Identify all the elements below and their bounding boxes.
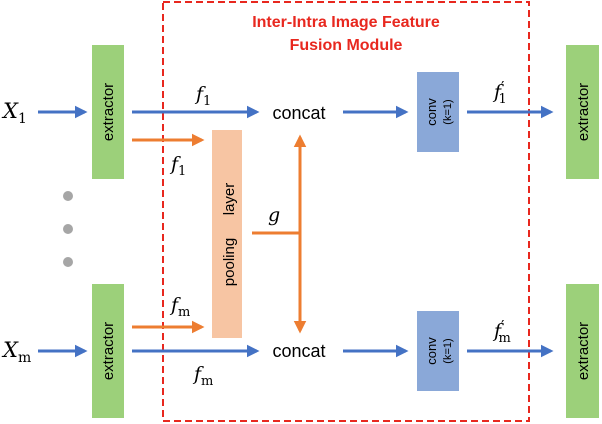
- ellipsis-dot: [63, 224, 73, 234]
- ellipsis-dot: [63, 191, 73, 201]
- extractor-label: extractor: [575, 83, 592, 141]
- input-xm-label: Xm: [1, 338, 31, 366]
- conv-param-label: (k=1): [442, 99, 454, 124]
- module-title-line1: Inter-Intra Image Feature: [252, 14, 440, 31]
- extractor-block-top-left: [92, 45, 124, 179]
- feature-fm-label-pool: fm: [169, 294, 190, 320]
- feature-fm-prime-label: f′m: [492, 317, 511, 346]
- extractor-label: extractor: [100, 322, 117, 380]
- ellipsis-dot: [63, 257, 73, 267]
- conv-label: conv: [424, 337, 439, 365]
- extractor-label: extractor: [575, 322, 592, 380]
- feature-fm-label-bottom: fm: [192, 363, 213, 389]
- feature-f1-label-pool: f1: [169, 153, 186, 179]
- extractor-block-bottom-right: [566, 284, 599, 418]
- fusion-module-border: [162, 1, 530, 422]
- pooling-label: pooling: [221, 238, 238, 286]
- concat-top-label: concat: [272, 103, 325, 123]
- concat-bottom-label: concat: [272, 341, 325, 361]
- extractor-block-bottom-left: [92, 284, 124, 418]
- module-title-line2: Fusion Module: [290, 37, 403, 54]
- layer-label: layer: [221, 183, 238, 216]
- pooling-layer-block: [212, 130, 242, 338]
- conv-block-top: [417, 72, 459, 152]
- conv-label: conv: [424, 98, 439, 126]
- conv-param-label: (k=1): [442, 338, 454, 363]
- conv-block-bottom: [417, 311, 459, 391]
- input-x1-label: X1: [1, 99, 27, 127]
- extractor-block-top-right: [566, 45, 599, 179]
- feature-f1-label-top: f1: [194, 83, 211, 109]
- extractor-label: extractor: [100, 83, 117, 141]
- feature-f1-prime-label: f′1: [492, 78, 507, 107]
- feature-g-label: g: [268, 204, 280, 226]
